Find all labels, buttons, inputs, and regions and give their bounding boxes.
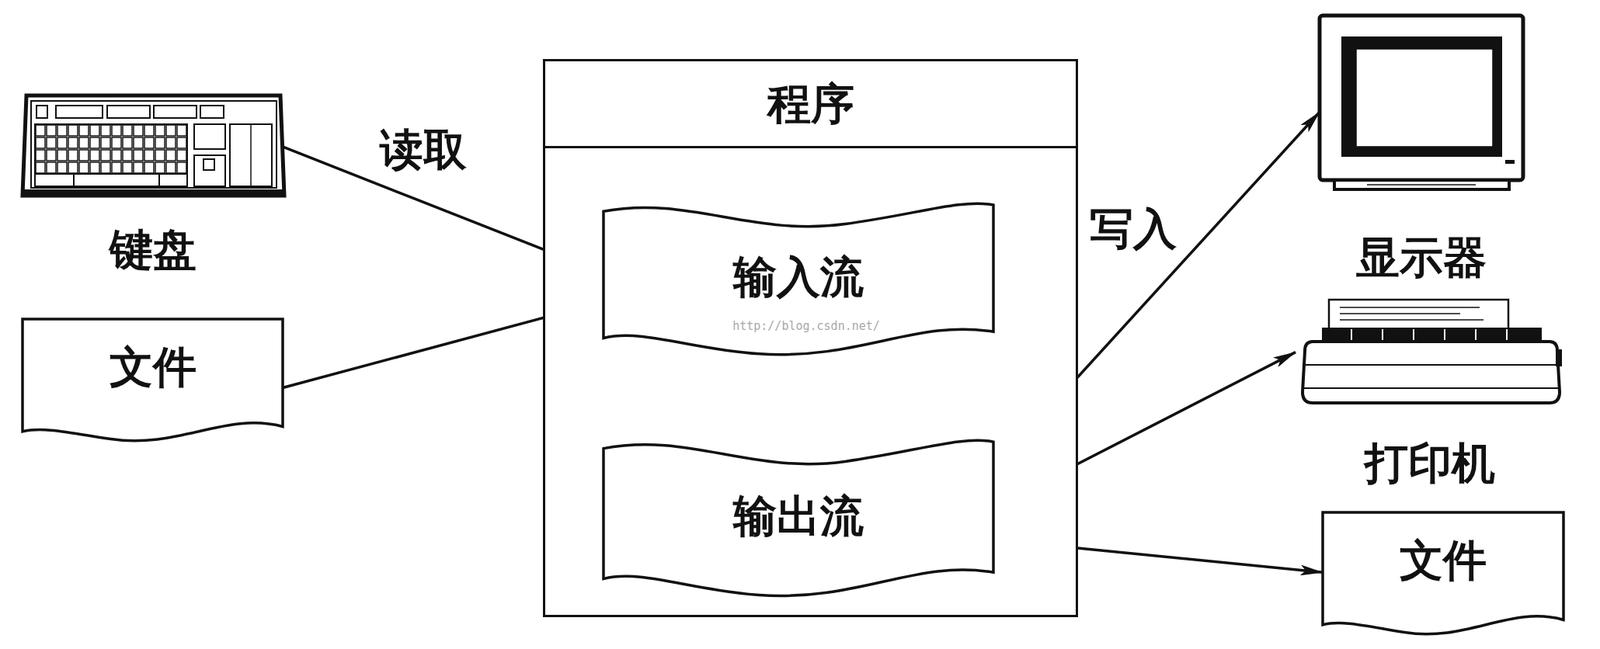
printer-node: 打印机: [1295, 299, 1564, 490]
node-text: 打印机: [1364, 437, 1496, 490]
monitor-icon: [1341, 36, 1503, 157]
node-text: 键盘: [109, 223, 197, 276]
node-outline-path: [22, 319, 283, 442]
program-box: 程序输入流输出流: [542, 59, 1079, 618]
printer-icon: [1302, 341, 1560, 404]
node-text: 程序: [545, 61, 1076, 149]
keyboard-icon: [31, 100, 277, 188]
node-text: 文件: [1399, 534, 1487, 587]
printer-icon: [1304, 387, 1559, 390]
node-outline-path: [1322, 512, 1564, 635]
node-outline-path: [603, 203, 994, 355]
monitor-icon: [1366, 184, 1476, 186]
keyboard-icon: [107, 105, 150, 119]
printer-icon: [1339, 313, 1461, 315]
file-box: 文件: [22, 319, 283, 445]
keyboard-icon: [73, 173, 160, 187]
monitor-icon: [1356, 48, 1493, 147]
node-text: 显示器: [1356, 231, 1487, 284]
monitor-node: 显示器: [1319, 15, 1524, 284]
keyboard-icon: [34, 124, 188, 174]
printer-icon: [1555, 349, 1562, 367]
keyboard-icon: [250, 124, 252, 187]
watermark: http://blog.csdn.net/: [732, 319, 880, 334]
printer-icon: [1304, 364, 1559, 366]
keyboard-icon: [229, 124, 272, 187]
keyboard-icon: [194, 124, 226, 150]
keyboard-icon: [194, 155, 226, 187]
monitor-icon: [1505, 160, 1515, 164]
keyboard-icon: [200, 105, 224, 119]
action-label: 读取: [379, 121, 467, 181]
printer-icon: [1339, 319, 1484, 321]
printer-icon: [1328, 299, 1509, 331]
action-label: 写入: [1089, 200, 1177, 260]
stream-banner: 输入流: [603, 201, 994, 361]
keyboard-node: 键盘: [22, 89, 284, 276]
node-text: 文件: [109, 340, 197, 394]
node-outline-path: [603, 440, 994, 596]
keyboard-icon: [22, 189, 285, 196]
keyboard-icon: [22, 95, 285, 196]
monitor-icon: [1319, 15, 1524, 190]
keyboard-icon: [55, 105, 103, 119]
node-text: 输入流: [733, 250, 864, 303]
monitor-icon: [1319, 15, 1524, 181]
printer-icon: [1339, 306, 1480, 309]
file-box: 文件: [1322, 512, 1564, 638]
monitor-icon: [1334, 180, 1510, 190]
keyboard-icon: [22, 95, 285, 196]
keyboard-icon: [203, 159, 215, 171]
keyboard-icon: [34, 173, 188, 187]
printer-icon: [1302, 299, 1562, 404]
keyboard-icon: [153, 105, 197, 119]
stream-banner: 输出流: [603, 438, 994, 602]
keyboard-icon: [36, 105, 48, 119]
node-text: 输出流: [733, 490, 864, 543]
